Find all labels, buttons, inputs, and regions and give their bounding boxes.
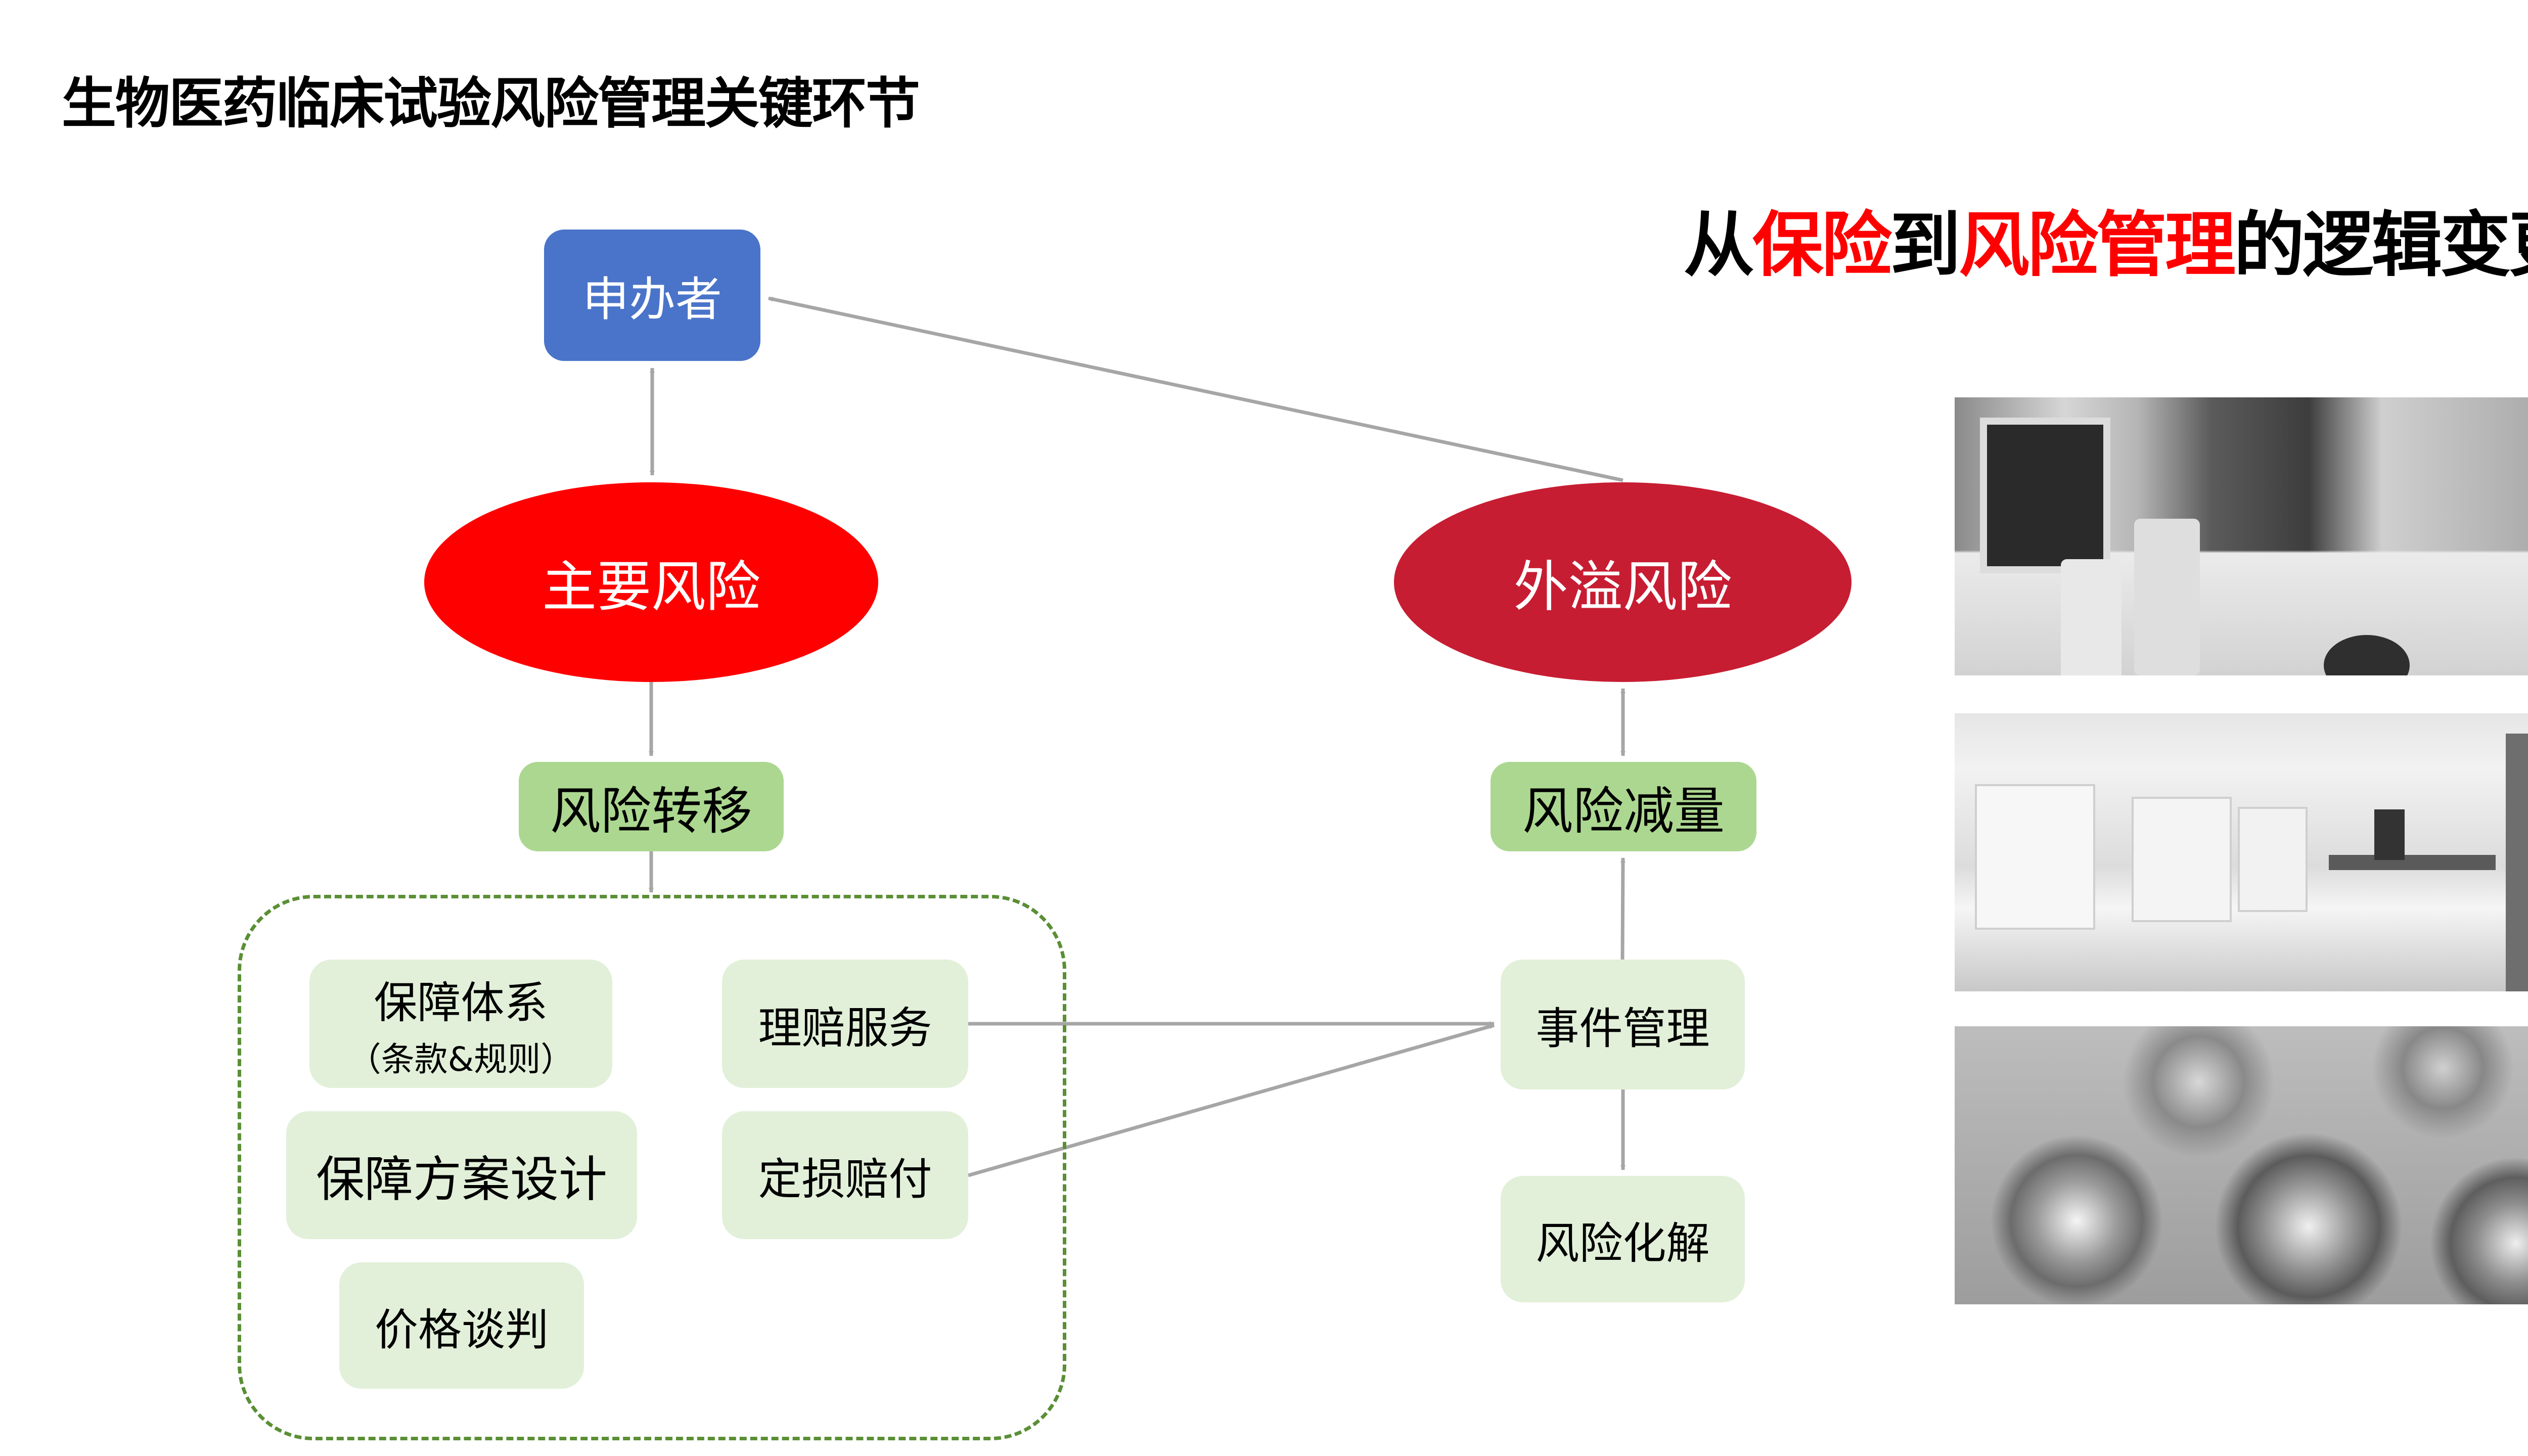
slide-title: 生物医药临床试验风险管理关键环节 (62, 72, 920, 135)
microscope (2374, 809, 2405, 860)
monitor-screen (1980, 418, 2110, 573)
hospital-ward-photo (1955, 397, 2528, 675)
main-risk-label: 主要风险 (541, 555, 760, 619)
connector-event-reduction (1620, 857, 1626, 960)
plan-design-node[interactable]: 保障方案设计 (286, 1111, 637, 1239)
headline-part: 到 (1890, 204, 1961, 287)
headline: 从保险到风险管理的逻辑变更 (1684, 188, 2528, 290)
sponsor-label: 申办者 (582, 272, 722, 327)
claim-service-label: 理赔服务 (758, 1003, 932, 1054)
headline-part: 从 (1684, 204, 1754, 287)
price-negotiation-label: 价格谈判 (375, 1304, 549, 1355)
loss-settlement-label: 定损赔付 (758, 1154, 932, 1205)
headline-part-highlight: 风险管理 (1959, 204, 2236, 287)
coverage-system-label: 保障体系 (374, 977, 548, 1028)
infusion-pump (2134, 519, 2200, 675)
incubator (2238, 807, 2308, 912)
risk-transfer-node[interactable]: 风险转移 (519, 762, 784, 851)
medicine-vials-photo (1955, 1026, 2528, 1304)
claim-service-node[interactable]: 理赔服务 (722, 960, 968, 1088)
spillover-risk-label: 外溢风险 (1513, 555, 1732, 619)
headline-part-highlight: 保险 (1752, 204, 1892, 287)
main-risk-node[interactable]: 主要风险 (424, 482, 878, 682)
lab-bench (2329, 855, 2496, 870)
coverage-system-sublabel: （条款&规则） (347, 1039, 574, 1079)
infusion-pump (2061, 559, 2121, 675)
laboratory-photo (1955, 713, 2528, 991)
door (2506, 734, 2528, 991)
price-negotiation-node[interactable]: 价格谈判 (339, 1262, 584, 1389)
sponsor-node[interactable]: 申办者 (544, 230, 760, 361)
event-management-label: 事件管理 (1536, 1004, 1710, 1054)
risk-resolution-label: 风险化解 (1536, 1218, 1710, 1269)
incubator (2132, 797, 2232, 922)
plan-design-label: 保障方案设计 (316, 1151, 607, 1208)
headline-part: 的逻辑变更 (2234, 204, 2528, 287)
risk-reduction-node[interactable]: 风险减量 (1491, 762, 1756, 851)
risk-transfer-group (238, 895, 1066, 1440)
spillover-risk-node[interactable]: 外溢风险 (1394, 482, 1852, 682)
incubator (1975, 784, 2095, 930)
coverage-system-node[interactable]: 保障体系 （条款&规则） (309, 960, 612, 1088)
risk-reduction-label: 风险减量 (1522, 782, 1725, 841)
risk-transfer-label: 风险转移 (550, 782, 752, 841)
event-management-node[interactable]: 事件管理 (1501, 960, 1745, 1089)
patient-head (2324, 635, 2410, 675)
loss-settlement-node[interactable]: 定损赔付 (722, 1111, 968, 1239)
connector-spillover-sponsor (768, 296, 1623, 482)
risk-resolution-node[interactable]: 风险化解 (1501, 1176, 1745, 1302)
